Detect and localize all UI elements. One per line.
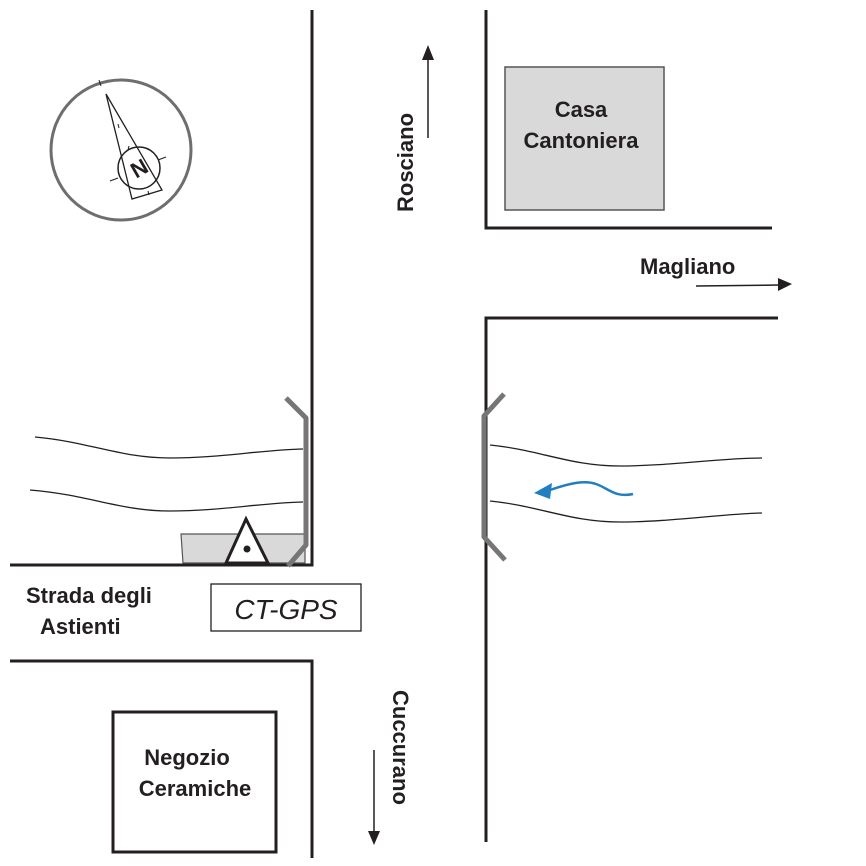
- compass-center: [117, 146, 161, 190]
- compass-icon: N: [49, 78, 193, 222]
- arrow-up-icon: [422, 45, 434, 60]
- road-edges: [10, 10, 778, 858]
- direction-cuccurano: Cuccurano: [368, 690, 413, 845]
- casa-label-line1: Casa: [555, 97, 608, 122]
- magliano-label: Magliano: [640, 254, 735, 279]
- building-casa-cantoniera: Casa Cantoniera: [504, 66, 665, 211]
- building-negozio-ceramiche: Negozio Ceramiche: [111, 710, 278, 854]
- road-edge-northwest: [10, 10, 314, 567]
- rosciano-label: Rosciano: [393, 113, 418, 212]
- arrow-right-icon: [778, 278, 792, 291]
- station-label-box: CT-GPS: [210, 583, 362, 632]
- station-triangle-icon: [223, 515, 271, 565]
- guardrails: [284, 392, 507, 568]
- road-edge-southeast: [484, 316, 778, 842]
- arrow-left-icon: [534, 483, 552, 499]
- compass-needle: [105, 93, 163, 200]
- negozio-label-line1: Negozio: [144, 745, 230, 770]
- compass-north-label: N: [126, 154, 152, 184]
- direction-magliano: Magliano: [640, 254, 792, 291]
- negozio-label-line2: Ceramiche: [139, 776, 252, 801]
- arrow-down-icon: [368, 831, 380, 845]
- station-point: [243, 545, 251, 553]
- station-label: CT-GPS: [234, 594, 338, 625]
- street-name: Strada degli Astienti: [26, 583, 152, 639]
- street-label-line2: Astienti: [40, 614, 121, 639]
- direction-rosciano: Rosciano: [393, 45, 434, 212]
- compass-ring: [49, 78, 193, 222]
- stream-east: [489, 444, 763, 523]
- road-edge-southwest: [10, 659, 314, 858]
- flow-direction-arrow: [534, 481, 634, 499]
- guardrail-west: [284, 396, 309, 568]
- guardrail-east: [481, 392, 507, 562]
- stream-west: [29, 436, 304, 512]
- casa-label-line2: Cantoniera: [524, 128, 640, 153]
- road-edge-northeast: [484, 10, 772, 230]
- street-label-line1: Strada degli: [26, 583, 152, 608]
- gps-station-platform: [180, 515, 306, 565]
- cuccurano-label: Cuccurano: [388, 690, 413, 805]
